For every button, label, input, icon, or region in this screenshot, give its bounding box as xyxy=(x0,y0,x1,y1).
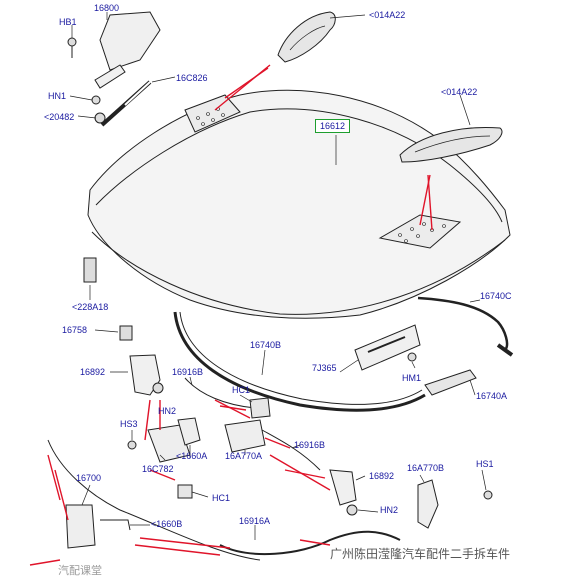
label-16740a: 16740A xyxy=(476,391,508,401)
cable-16916b-right xyxy=(261,429,321,471)
label-hc1-bottom: HC1 xyxy=(212,493,231,503)
label-16740c: 16740C xyxy=(480,291,512,301)
seal-16740b xyxy=(173,311,426,412)
label-hn1: HN1 xyxy=(48,91,67,101)
label-16916b-right: 16916B xyxy=(294,440,326,450)
vent-cover-right-grille xyxy=(414,135,491,153)
label-16916b-top: 16916B xyxy=(172,367,204,377)
label-hs1: HS1 xyxy=(476,459,494,469)
label-16892-left: 16892 xyxy=(80,367,106,377)
label-16740b: 16740B xyxy=(250,340,282,350)
bumper-16758 xyxy=(119,325,133,341)
hinge-arm xyxy=(94,64,126,89)
label-20482: <20482 xyxy=(44,112,75,122)
clip-20482 xyxy=(94,112,106,124)
hood-vent-right xyxy=(378,214,462,249)
watermark-right: 广州陈田滢隆汽车配件二手拆车件 xyxy=(330,547,511,561)
hood-panel xyxy=(87,89,511,319)
label-16a770a: 16A770A xyxy=(225,451,263,461)
cable-1660b xyxy=(100,519,131,531)
seal-16740c xyxy=(417,296,509,351)
hinge-16800 xyxy=(99,11,161,71)
label-16758: 16758 xyxy=(62,325,88,335)
latch-16a770a xyxy=(224,419,266,453)
label-16892-right: 16892 xyxy=(369,471,395,481)
leader-lines xyxy=(69,12,487,540)
gas-strut-rod xyxy=(124,81,151,106)
label-16800: 16800 xyxy=(94,3,120,13)
label-1660a: <1660A xyxy=(176,451,208,461)
screw-hs3 xyxy=(127,440,137,450)
cable-16700 xyxy=(47,439,261,561)
nut-hn2-left xyxy=(152,382,164,394)
hood-front-lip xyxy=(91,231,506,315)
nut-hn1 xyxy=(91,95,101,105)
bolt-hb1 xyxy=(67,37,77,47)
bumper-228a18 xyxy=(83,257,97,283)
seal-16740a xyxy=(424,369,477,396)
latch-16700 xyxy=(65,504,96,549)
label-hm1: HM1 xyxy=(402,373,422,383)
label-hn2-right: HN2 xyxy=(380,505,399,515)
hood-inner-edge xyxy=(95,108,503,223)
vent-cover-top-grille xyxy=(289,25,326,51)
label-16916a: 16916A xyxy=(239,516,271,526)
label-7j365: 7J365 xyxy=(312,363,337,373)
release-hc1-top xyxy=(249,397,271,419)
label-1660b: <1660B xyxy=(151,519,183,529)
screw-hs1 xyxy=(483,490,493,500)
latch-16a770b xyxy=(417,479,439,529)
label-014a22-top: <014A22 xyxy=(369,10,406,20)
cable-16916b-top xyxy=(184,377,256,409)
nut-hm1 xyxy=(407,352,417,362)
label-16c782: 16C782 xyxy=(142,464,174,474)
nut-hn2-right xyxy=(346,504,358,516)
clip-hc1-bottom xyxy=(177,484,193,499)
handle-1660a xyxy=(177,417,201,446)
callout-lines xyxy=(29,64,433,566)
label-228a18: <228A18 xyxy=(72,302,109,312)
label-16c826: 16C826 xyxy=(176,73,208,83)
label-hn2-left: HN2 xyxy=(158,406,177,416)
vent-cover-right xyxy=(399,127,503,163)
seal-16740c-end xyxy=(496,343,514,357)
label-16a770b: 16A770B xyxy=(407,463,445,473)
label-hc1-top: HC1 xyxy=(232,385,251,395)
bracket-7j365 xyxy=(354,324,421,371)
label-16612-highlighted: 16612 xyxy=(315,119,351,133)
lock-16892-right xyxy=(329,469,357,506)
label-hs3: HS3 xyxy=(120,419,138,429)
label-hb1: HB1 xyxy=(59,17,77,27)
label-16700: 16700 xyxy=(76,473,102,483)
cable-16916a xyxy=(219,530,401,555)
watermark-left: 汽配课堂 xyxy=(58,564,102,577)
label-014a22-right: <014A22 xyxy=(441,87,478,97)
hood-vent-left xyxy=(184,94,241,133)
hood-vent-left-holes xyxy=(196,107,225,126)
vent-cover-top xyxy=(277,11,336,63)
